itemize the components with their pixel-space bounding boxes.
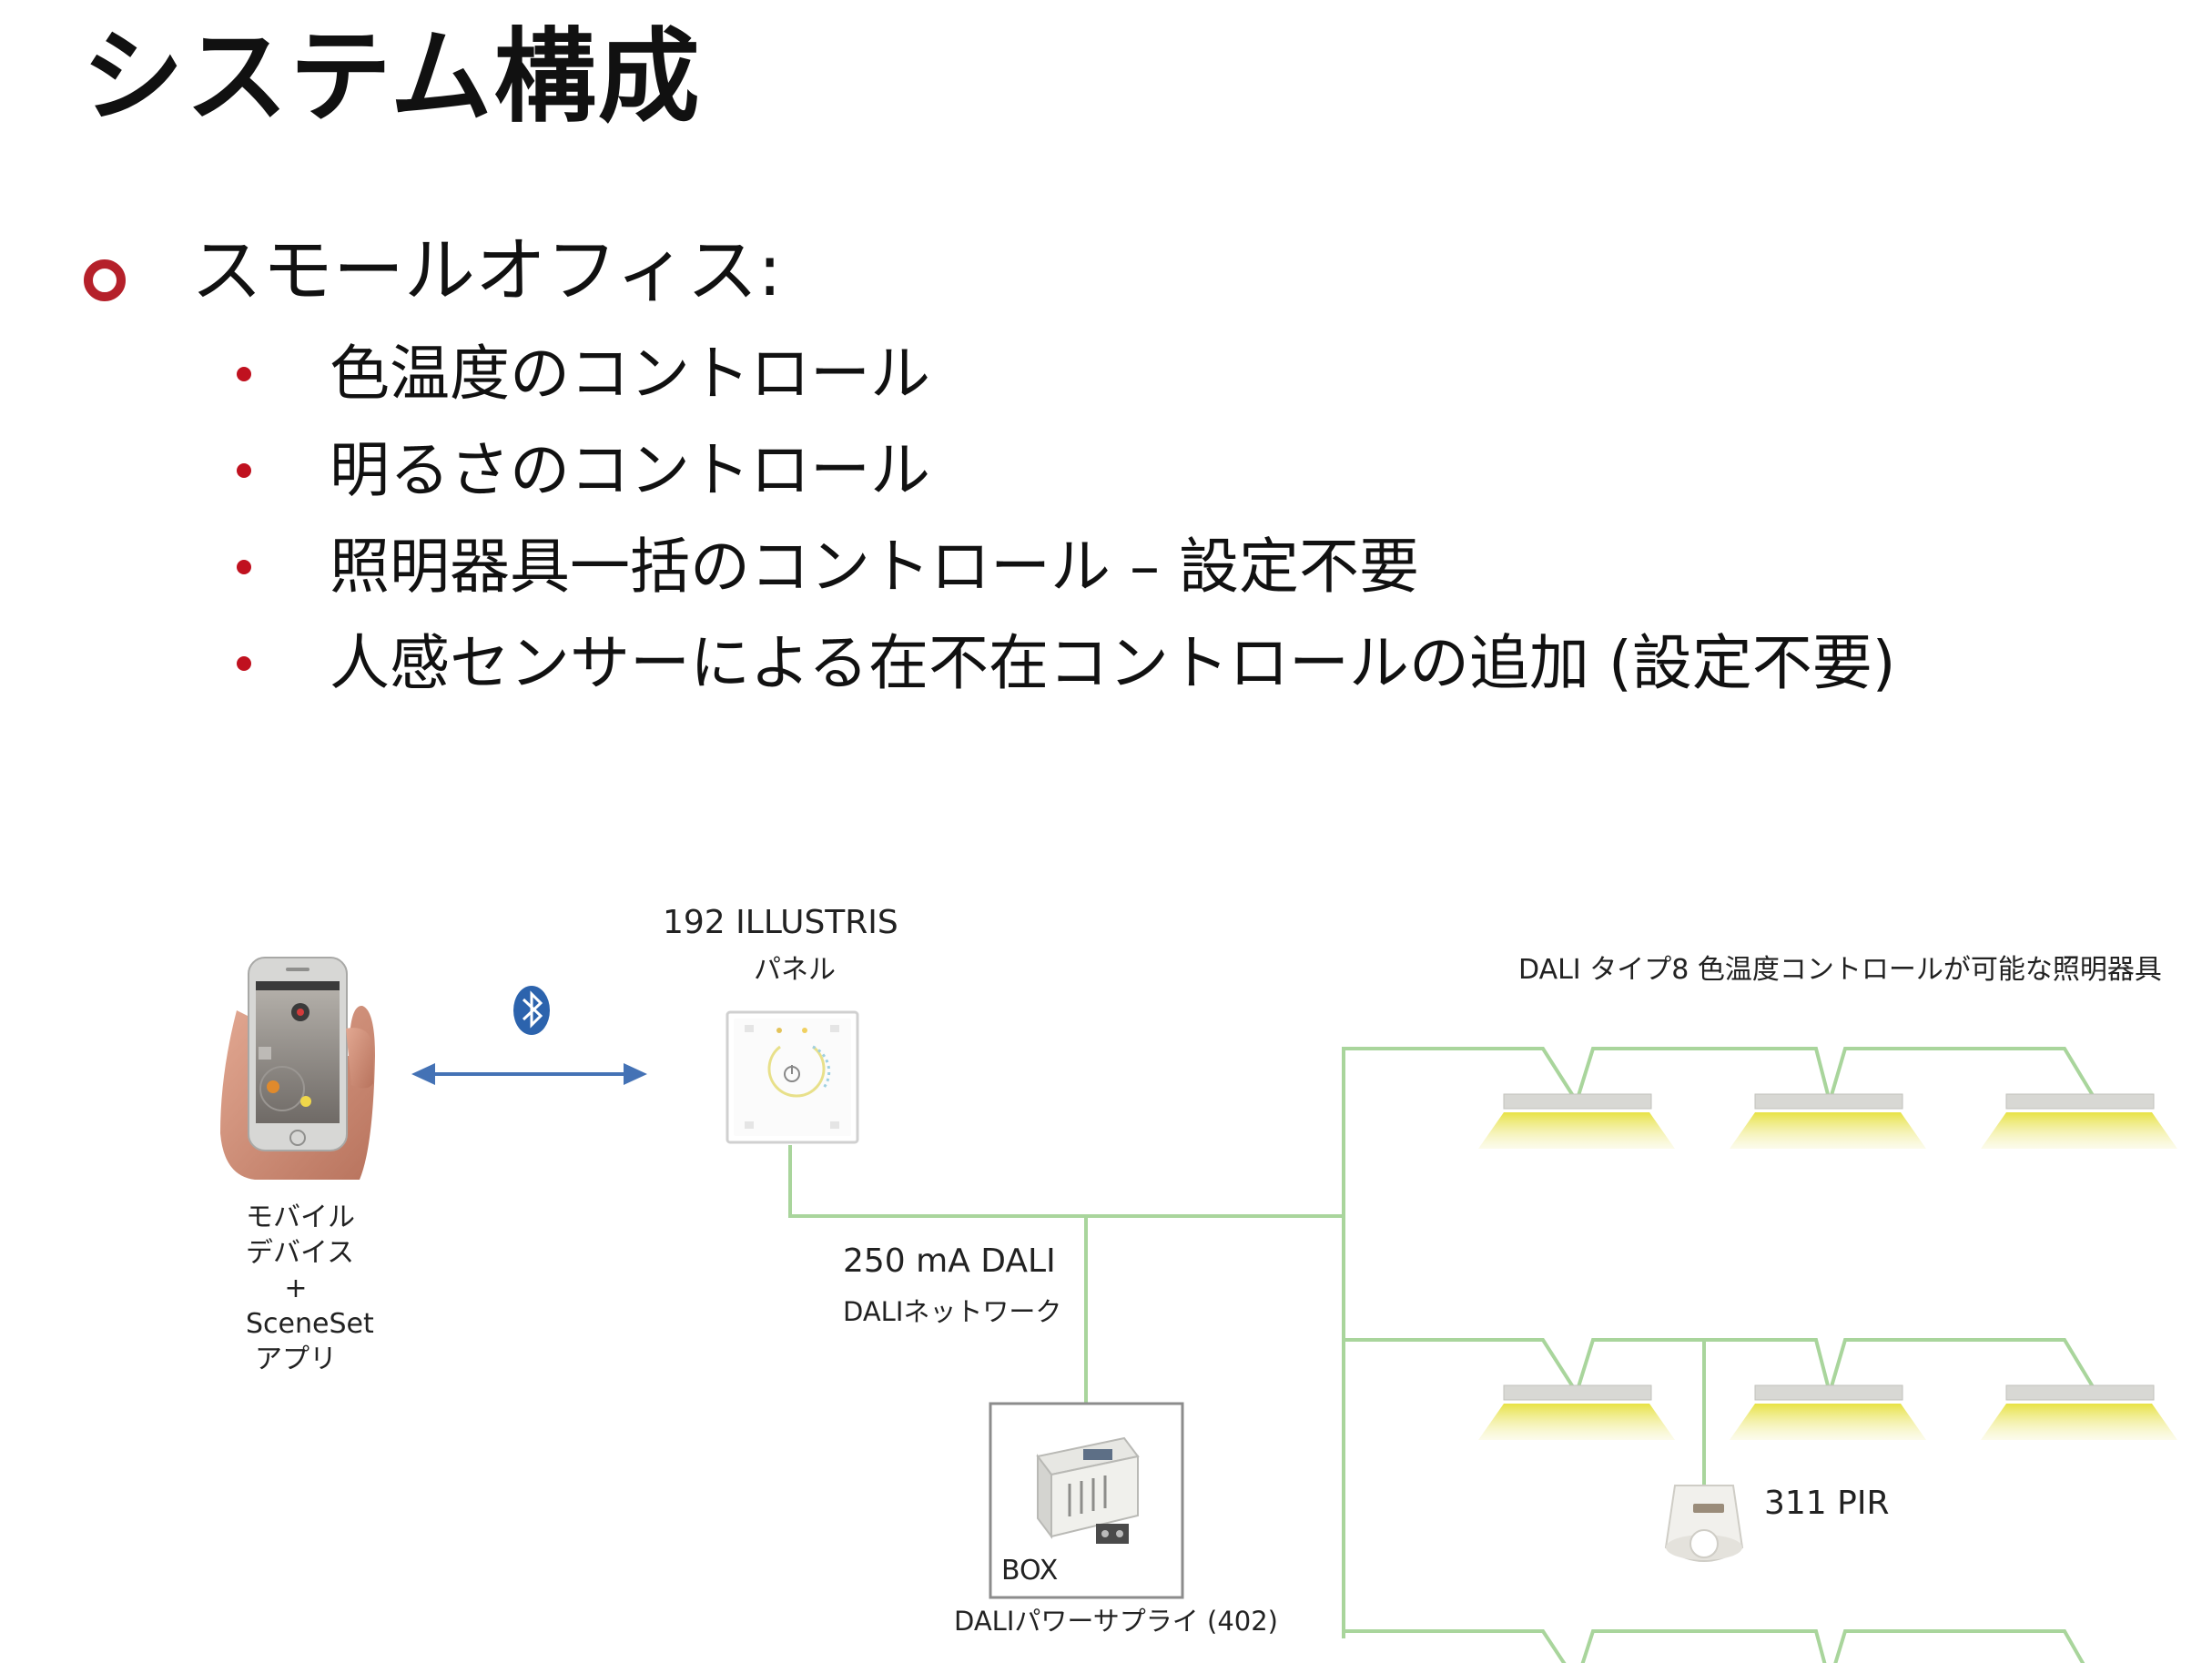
mobile-label-line: アプリ — [255, 1344, 337, 1375]
mobile-label-line: デバイス — [246, 1237, 355, 1269]
bullet-dot-icon — [237, 367, 251, 381]
bullet-text: 明るさのコントロール — [330, 435, 930, 505]
bluetooth-connection-arrow — [411, 1063, 647, 1085]
bullet-text: 人感センサーによる在不在コントロールの追加 (設定不要) — [330, 628, 1896, 698]
network-name-label: DALIネットワーク — [843, 1296, 1062, 1327]
bullet-text: 色温度のコントロール — [330, 339, 930, 409]
mobile-label-line: モバイル — [246, 1202, 355, 1233]
bullet-dot-icon — [237, 560, 251, 574]
box-label: BOX — [1001, 1555, 1059, 1587]
luminaires-label: DALI タイプ8 色温度コントロールが可能な照明器具 — [1518, 954, 2162, 986]
bullet-dot-icon — [237, 656, 251, 671]
panel-model-label: 192 ILLUSTRIS — [663, 904, 898, 941]
section-marker-icon — [84, 259, 126, 301]
mobile-device-icon — [220, 957, 375, 1180]
bullet-text: 照明器具一括のコントロール – 設定不要 — [330, 532, 1419, 602]
mobile-label-line: + — [284, 1273, 308, 1304]
luminaire — [1730, 1384, 1926, 1440]
network-spec-label: 250 mA DALI — [843, 1242, 1056, 1280]
bullet-dot-icon — [237, 463, 251, 478]
slide-title: システム構成 — [82, 18, 702, 137]
pir-sensor-icon — [1664, 1485, 1744, 1562]
panel-name-label: パネル — [754, 954, 836, 986]
illustris-panel-icon — [725, 1010, 859, 1144]
power-supply-icon — [1036, 1436, 1140, 1544]
bluetooth-icon — [513, 986, 550, 1035]
power-supply-label: DALIパワーサプライ (402) — [954, 1606, 1278, 1637]
luminaire — [1981, 1384, 2177, 1440]
luminaire — [1478, 1384, 1675, 1440]
section-heading: スモールオフィス: — [191, 230, 782, 312]
mobile-label-line: SceneSet — [246, 1308, 374, 1340]
luminaire — [1730, 1093, 1926, 1149]
dali-network-lines — [788, 1047, 2095, 1663]
luminaire — [1981, 1093, 2177, 1149]
mobile-device-label: モバイル デバイス + SceneSet アプリ — [246, 1200, 374, 1377]
luminaire — [1478, 1093, 1675, 1149]
pir-sensor-label: 311 PIR — [1764, 1485, 1890, 1522]
